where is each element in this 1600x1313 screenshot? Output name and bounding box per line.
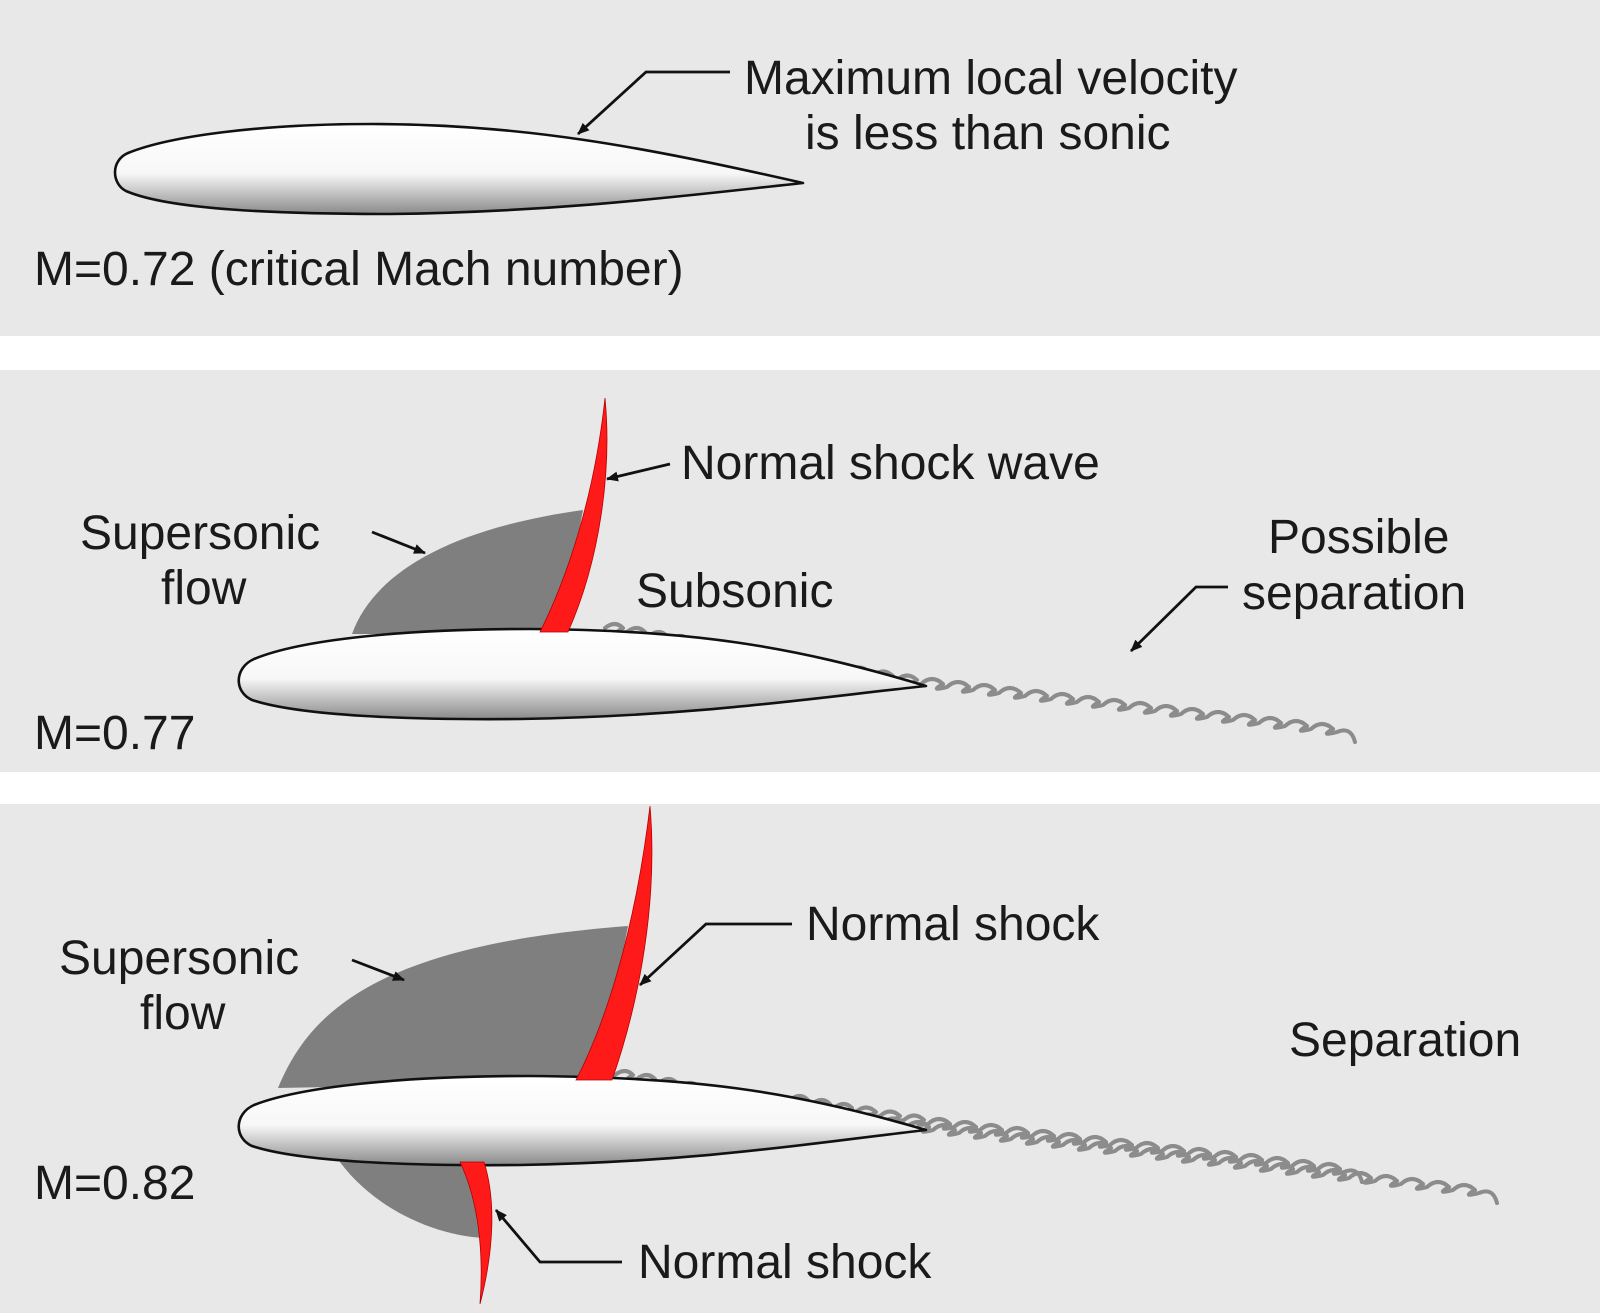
supersonic-flow-leader-3 [351, 958, 405, 982]
supersonic-label-3-line2: flow [140, 987, 226, 1040]
subsonic-label: Subsonic [636, 565, 833, 618]
max-velocity-label-line1: Maximum local velocity [744, 52, 1237, 105]
airfoil-3 [237, 1074, 928, 1167]
possible-separation-label-line1: Possible [1268, 511, 1449, 564]
panel-1: Maximum local velocity is less than soni… [34, 52, 1237, 296]
supersonic-label-2-line1: Supersonic [80, 507, 320, 560]
normal-shock-wave-label: Normal shock wave [681, 437, 1100, 490]
normal-shock-upper [575, 805, 653, 1081]
possible-separation-leader [1130, 585, 1228, 652]
panel-3-background [0, 804, 1600, 1313]
airfoil-1 [113, 122, 805, 216]
mach-label-3: M=0.82 [34, 1157, 195, 1210]
max-velocity-label-line2: is less than sonic [805, 107, 1171, 160]
possible-separation-label-line2: separation [1242, 567, 1466, 620]
normal-shock-wave-leader [606, 462, 671, 482]
mach-label-1: M=0.72 (critical Mach number) [34, 243, 684, 296]
supersonic-label-2-line2: flow [161, 562, 247, 615]
normal-shock-upper-leader [639, 922, 792, 987]
separation-label: Separation [1289, 1014, 1521, 1067]
normal-shock-lower-leader [494, 1209, 622, 1264]
airfoil-2 [237, 627, 928, 721]
normal-shock-lower-label: Normal shock [638, 1236, 932, 1289]
normal-shock-wave [539, 397, 608, 633]
normal-shock-lower [459, 1161, 493, 1305]
supersonic-flow-leader-2 [371, 530, 426, 555]
normal-shock-upper-label: Normal shock [806, 898, 1100, 951]
supersonic-flow-region-lower [335, 1155, 484, 1238]
mach-label-2: M=0.77 [34, 707, 195, 760]
panel-2: Normal shock wave Supersonic flow Subson… [34, 397, 1466, 760]
supersonic-flow-region [352, 510, 583, 634]
panel-3: Normal shock Normal shock Supersonic flo… [34, 805, 1521, 1305]
supersonic-label-3-line1: Supersonic [59, 932, 299, 985]
max-velocity-leader [577, 70, 730, 136]
supersonic-flow-region-upper [278, 926, 628, 1088]
